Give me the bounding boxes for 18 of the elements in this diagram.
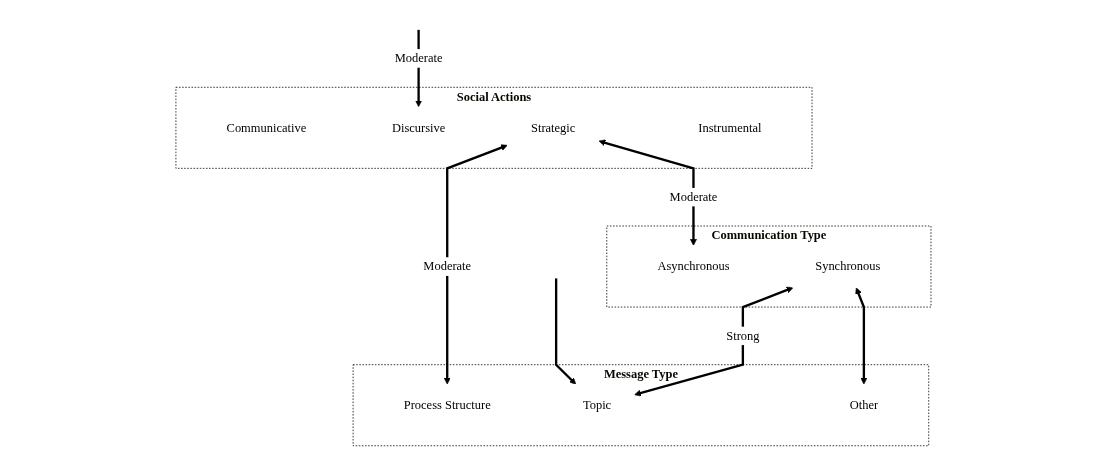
arrow <box>554 278 576 385</box>
node-text: Communicative <box>226 120 306 135</box>
edge-label: Strong <box>725 328 760 343</box>
edge-label: Moderate <box>422 259 471 273</box>
edge-label: Moderate <box>394 51 443 65</box>
node-text: Other <box>849 398 878 412</box>
arrow <box>598 139 697 246</box>
arrow <box>854 287 867 385</box>
node-text: Instrumental <box>697 120 761 135</box>
arrow <box>443 144 508 385</box>
node-text: Process Structure <box>403 398 491 412</box>
node-text: Discursive <box>391 120 445 135</box>
node-text: Strategic <box>530 120 575 135</box>
node-text: Topic <box>582 398 611 412</box>
edge-label: Moderate <box>669 190 717 204</box>
arrow <box>633 286 793 397</box>
node-text: Synchronous <box>814 259 880 273</box>
node-text: Asynchronous <box>656 259 730 273</box>
